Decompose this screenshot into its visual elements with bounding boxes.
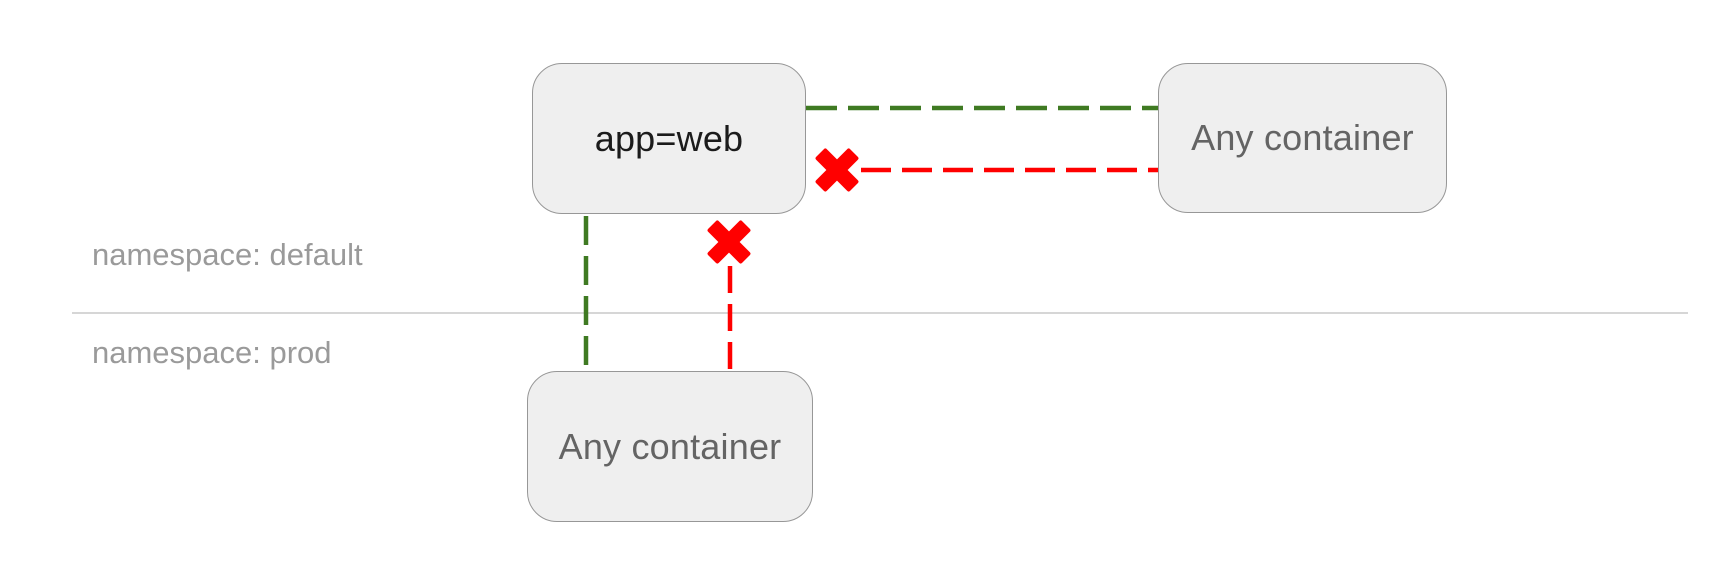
node-any-container-prod: Any container — [527, 371, 813, 522]
blocked-x-icon — [707, 220, 751, 264]
namespace-label-default: namespace: default — [92, 237, 363, 272]
node-app-web-label: app=web — [594, 117, 744, 159]
namespace-label-prod: namespace: prod — [92, 335, 332, 370]
node-any-container-default: Any container — [1158, 63, 1447, 213]
namespace-separator — [72, 312, 1688, 314]
blocked-x-icon — [815, 148, 859, 192]
node-any-container-default-label: Any container — [1191, 117, 1414, 158]
node-app-web: app=web — [532, 63, 806, 214]
node-any-container-prod-label: Any container — [558, 425, 782, 467]
